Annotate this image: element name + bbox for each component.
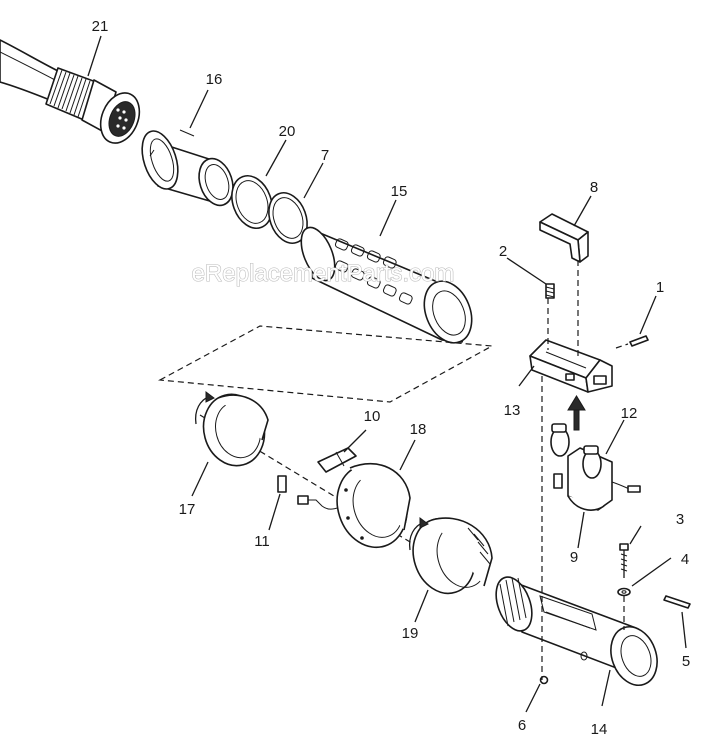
- callout-2: 2: [499, 243, 507, 260]
- part-21-cable-connector: [0, 39, 141, 144]
- part-17-bezel-ring: [194, 391, 269, 467]
- callout-19: 19: [402, 625, 419, 642]
- callout-4: 4: [681, 551, 689, 568]
- callout-8: 8: [590, 179, 598, 196]
- part-14-main-housing: [495, 576, 658, 686]
- part-18-locking-ring: [297, 463, 411, 549]
- callout-17: 17: [179, 501, 196, 518]
- callout-3: 3: [676, 511, 684, 528]
- callout-7: 7: [321, 147, 329, 164]
- part-19-threaded-ring: [408, 517, 493, 595]
- part-3-screw: [619, 543, 629, 578]
- callout-20: 20: [279, 123, 296, 140]
- assembly-arrow: [567, 395, 586, 431]
- callout-9: 9: [570, 549, 578, 566]
- callout-15: 15: [391, 183, 408, 200]
- part-4-washer: [617, 587, 631, 597]
- watermark: eReplacementParts.com: [192, 260, 455, 287]
- part-1-dowel-pin: [629, 335, 649, 347]
- callout-12: 12: [621, 405, 638, 422]
- callout-10: 10: [364, 408, 381, 425]
- callout-1: 1: [656, 279, 664, 296]
- part-15-grip-sleeve: [300, 226, 473, 344]
- assembly-outline: [157, 325, 495, 403]
- part-8-trigger-cap: [539, 213, 589, 263]
- part-11-strip: [277, 475, 287, 493]
- callout-13: 13: [504, 402, 521, 419]
- part-16-collar: [141, 129, 234, 207]
- part-2-spring: [545, 283, 555, 299]
- callout-11: 11: [254, 533, 270, 550]
- callout-21: 21: [92, 18, 109, 35]
- leader-lines: [87, 35, 687, 713]
- part-5-pin: [663, 595, 691, 609]
- callout-14: 14: [591, 721, 608, 738]
- callout-18: 18: [410, 421, 427, 438]
- callout-6: 6: [518, 717, 526, 734]
- part-10-pad: [317, 447, 357, 473]
- part-13-switch-housing: [529, 339, 613, 393]
- part-12-switch-module: [550, 423, 641, 511]
- callout-5: 5: [682, 653, 690, 670]
- callout-16: 16: [206, 71, 223, 88]
- callout-labels: 21 16 20 7 15 8 2 1 13 12 10 18 17 11 9 …: [92, 18, 691, 738]
